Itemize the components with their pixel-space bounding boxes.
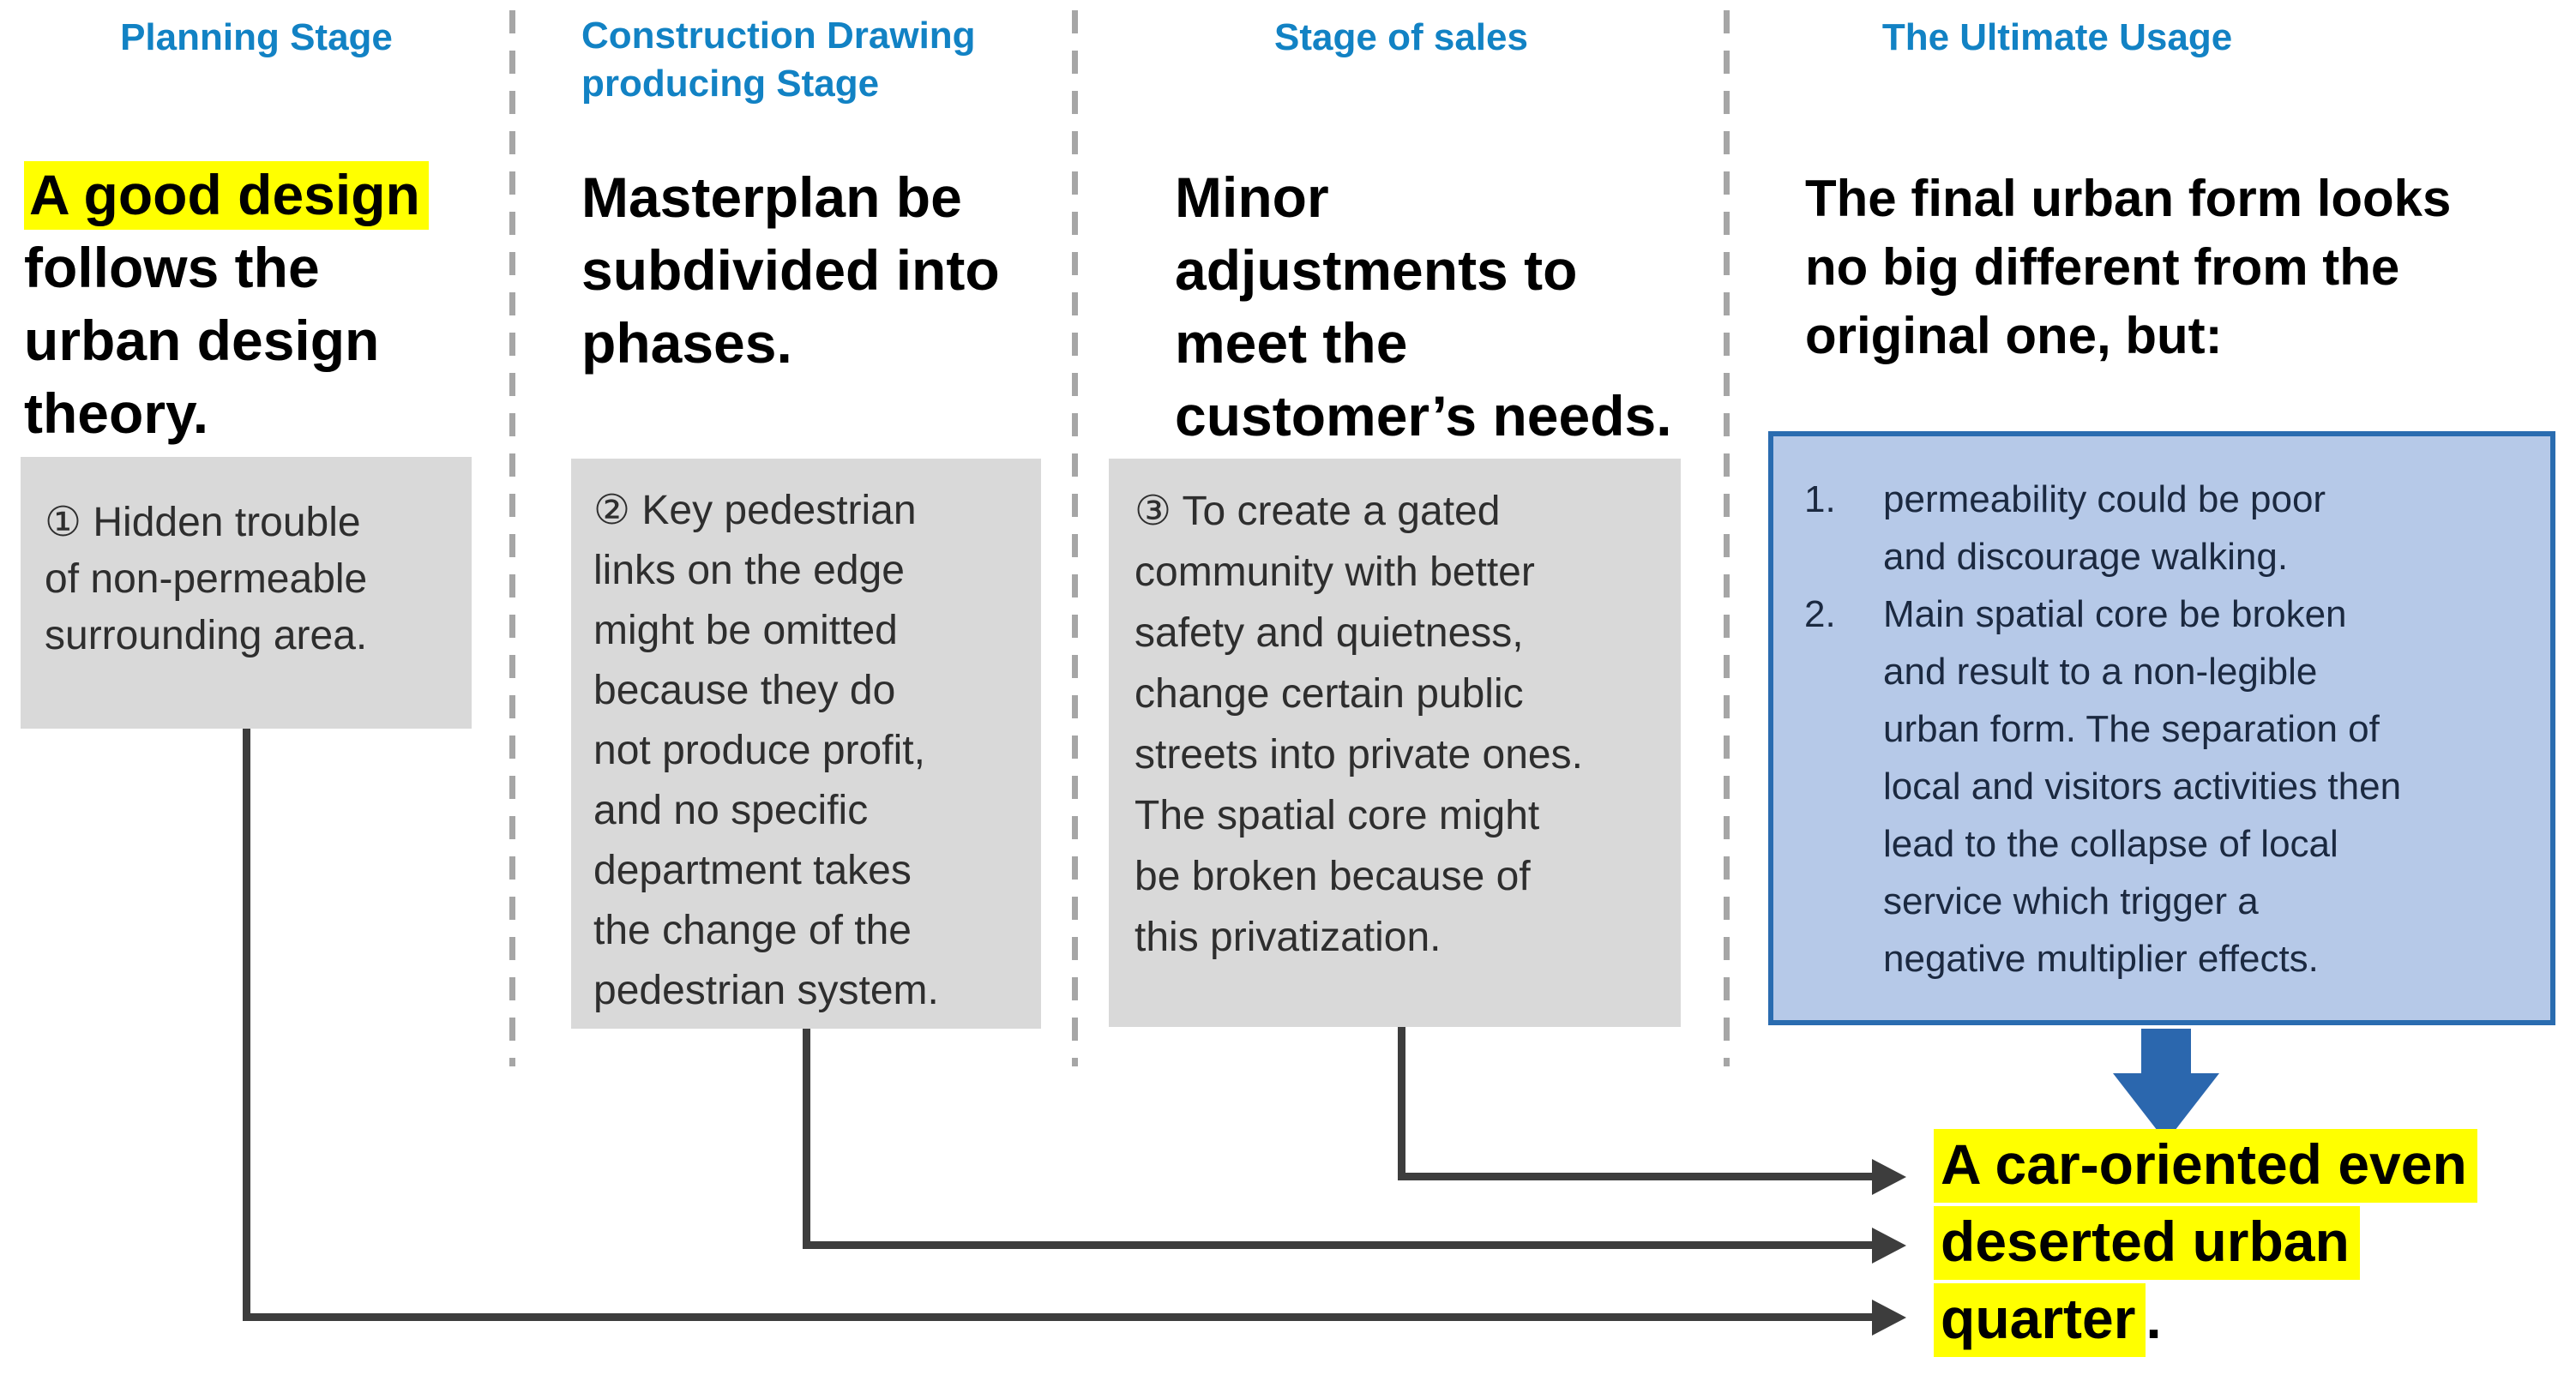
conclusion-line-1: A car-oriented even: [1934, 1129, 2477, 1203]
connector-3-horizontal: [1398, 1173, 1872, 1180]
heading-construction-drawing-stage: Construction Drawing producing Stage: [581, 15, 976, 105]
connector-2-horizontal: [803, 1241, 1872, 1249]
connector-3-vertical: [1398, 1027, 1405, 1180]
outcome-list: 1. permeability could be poor and discou…: [1804, 471, 2535, 988]
conclusion-text: A car-oriented even deserted urban quart…: [1934, 1129, 2477, 1365]
statement-planning: A good design follows the urban design t…: [24, 159, 504, 450]
column-separator-3: [1724, 10, 1730, 1066]
outcome-box: 1. permeability could be poor and discou…: [1768, 431, 2555, 1025]
statement-construction: Masterplan be subdivided into phases.: [581, 165, 1000, 375]
conclusion-line-3: quarter.: [1934, 1283, 2477, 1357]
note-box-2: ② Key pedestrian links on the edge might…: [571, 459, 1041, 1029]
statement-ultimate: The final urban form looks no big differ…: [1805, 170, 2452, 364]
highlighted-text: A good design: [24, 161, 429, 230]
heading-planning-stage: Planning Stage: [120, 16, 393, 58]
statement-planning-rest: follows the urban design theory.: [24, 236, 380, 445]
list-item-1-number: 1.: [1804, 478, 1836, 520]
heading-stage-of-sales: Stage of sales: [1274, 16, 1528, 58]
list-item-2-number: 2.: [1804, 593, 1836, 635]
note-box-1: ① Hidden trouble of non-permeable surrou…: [21, 457, 472, 729]
conclusion-line-2: deserted urban: [1934, 1206, 2477, 1280]
heading-ultimate-usage: The Ultimate Usage: [1881, 16, 2233, 58]
connector-2-vertical: [803, 1029, 810, 1249]
conclusion-line-3-period: .: [2146, 1287, 2162, 1350]
note-box-3: ③ To create a gated community with bette…: [1109, 459, 1681, 1027]
conclusion-line-2-highlight: deserted urban: [1934, 1206, 2360, 1280]
conclusion-line-3-highlight: quarter: [1934, 1283, 2146, 1357]
down-arrow-icon: [2141, 1029, 2191, 1075]
connector-1-horizontal: [243, 1313, 1872, 1321]
list-item-1-text: permeability could be poor and discourag…: [1883, 478, 2326, 578]
connector-2-arrowhead-icon: [1872, 1228, 1906, 1264]
connector-1-vertical: [243, 729, 250, 1321]
column-separator-1: [509, 10, 515, 1066]
connector-1-arrowhead-icon: [1872, 1300, 1906, 1336]
connector-3-arrowhead-icon: [1872, 1159, 1906, 1195]
column-separator-2: [1072, 10, 1078, 1066]
list-item-2-text: Main spatial core be broken and result t…: [1883, 593, 2402, 980]
statement-sales: Minor adjustments to meet the customer’s…: [1175, 165, 1672, 447]
conclusion-line-1-highlight: A car-oriented even: [1934, 1129, 2477, 1203]
